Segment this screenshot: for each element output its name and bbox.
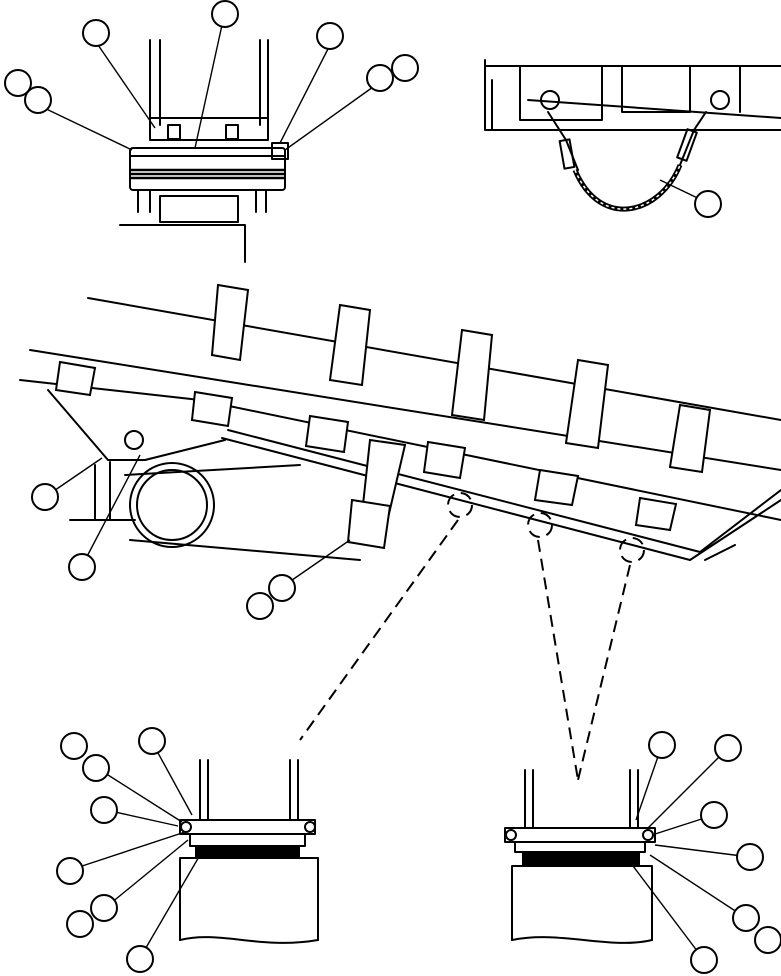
callout-bubble xyxy=(138,727,166,755)
callout-bubble xyxy=(126,945,154,973)
callout-bubble xyxy=(90,894,118,922)
callout-bubble xyxy=(690,946,718,974)
callout-bubble xyxy=(56,857,84,885)
main-view xyxy=(19,283,781,781)
callout-bubble xyxy=(4,69,32,97)
callout-bubble xyxy=(732,904,760,932)
callout-bubble xyxy=(648,731,676,759)
bottom-right-detail xyxy=(504,769,656,944)
callout-bubble xyxy=(31,483,59,511)
top-right-detail xyxy=(484,59,781,212)
callout-bubbles xyxy=(4,0,781,974)
callout-bubble xyxy=(60,732,88,760)
callout-leaders xyxy=(39,24,751,961)
callout-bubble xyxy=(694,190,722,218)
callout-bubble xyxy=(82,754,110,782)
callout-bubble xyxy=(268,574,296,602)
callout-bubble xyxy=(82,19,110,47)
callout-bubble xyxy=(700,801,728,829)
callout-bubble xyxy=(366,64,394,92)
bottom-left-detail xyxy=(179,759,319,944)
callout-bubble xyxy=(24,86,52,114)
callout-bubble xyxy=(246,592,274,620)
callout-bubble xyxy=(211,0,239,28)
callout-bubble xyxy=(68,553,96,581)
callout-bubble xyxy=(90,796,118,824)
callout-bubble xyxy=(754,926,781,954)
callout-bubble xyxy=(316,22,344,50)
callout-bubble xyxy=(391,54,419,82)
callout-bubble xyxy=(66,910,94,938)
callout-bubble xyxy=(736,843,764,871)
top-left-detail xyxy=(119,39,289,263)
callout-bubble xyxy=(714,734,742,762)
